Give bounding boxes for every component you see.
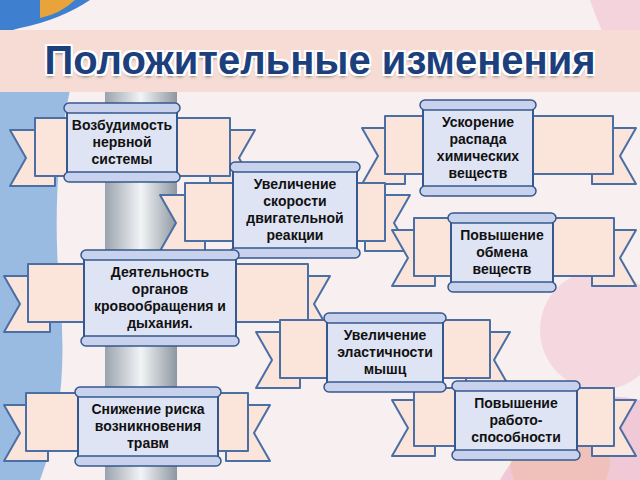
scroll-box: Деятельность органов кровообращения и ды…	[80, 249, 240, 347]
node-text: Повышение обмена веществ	[447, 212, 557, 293]
title: Положительные изменения	[0, 32, 640, 88]
node-text: Увеличение эластичности мышц	[323, 312, 447, 393]
scroll-box: Увеличение скорости двигательной реакции	[229, 161, 361, 259]
node-text: Ускорение распада химических веществ	[419, 99, 537, 197]
scroll-box: Ускорение распада химических веществ	[419, 99, 537, 197]
scroll-box: Возбудимость нервной системы	[63, 102, 181, 183]
node-text: Возбудимость нервной системы	[63, 102, 181, 183]
node-text: Снижение риска возникновения травм	[74, 386, 222, 467]
scroll-box: Повышение обмена веществ	[447, 212, 557, 293]
node-text: Повышение работо-способности	[451, 380, 581, 461]
scroll-box: Повышение работо-способности	[451, 380, 581, 461]
scroll-box: Увеличение эластичности мышц	[323, 312, 447, 393]
node-text: Увеличение скорости двигательной реакции	[229, 161, 361, 259]
scroll-box: Снижение риска возникновения травм	[74, 386, 222, 467]
node-text: Деятельность органов кровообращения и ды…	[80, 249, 240, 347]
